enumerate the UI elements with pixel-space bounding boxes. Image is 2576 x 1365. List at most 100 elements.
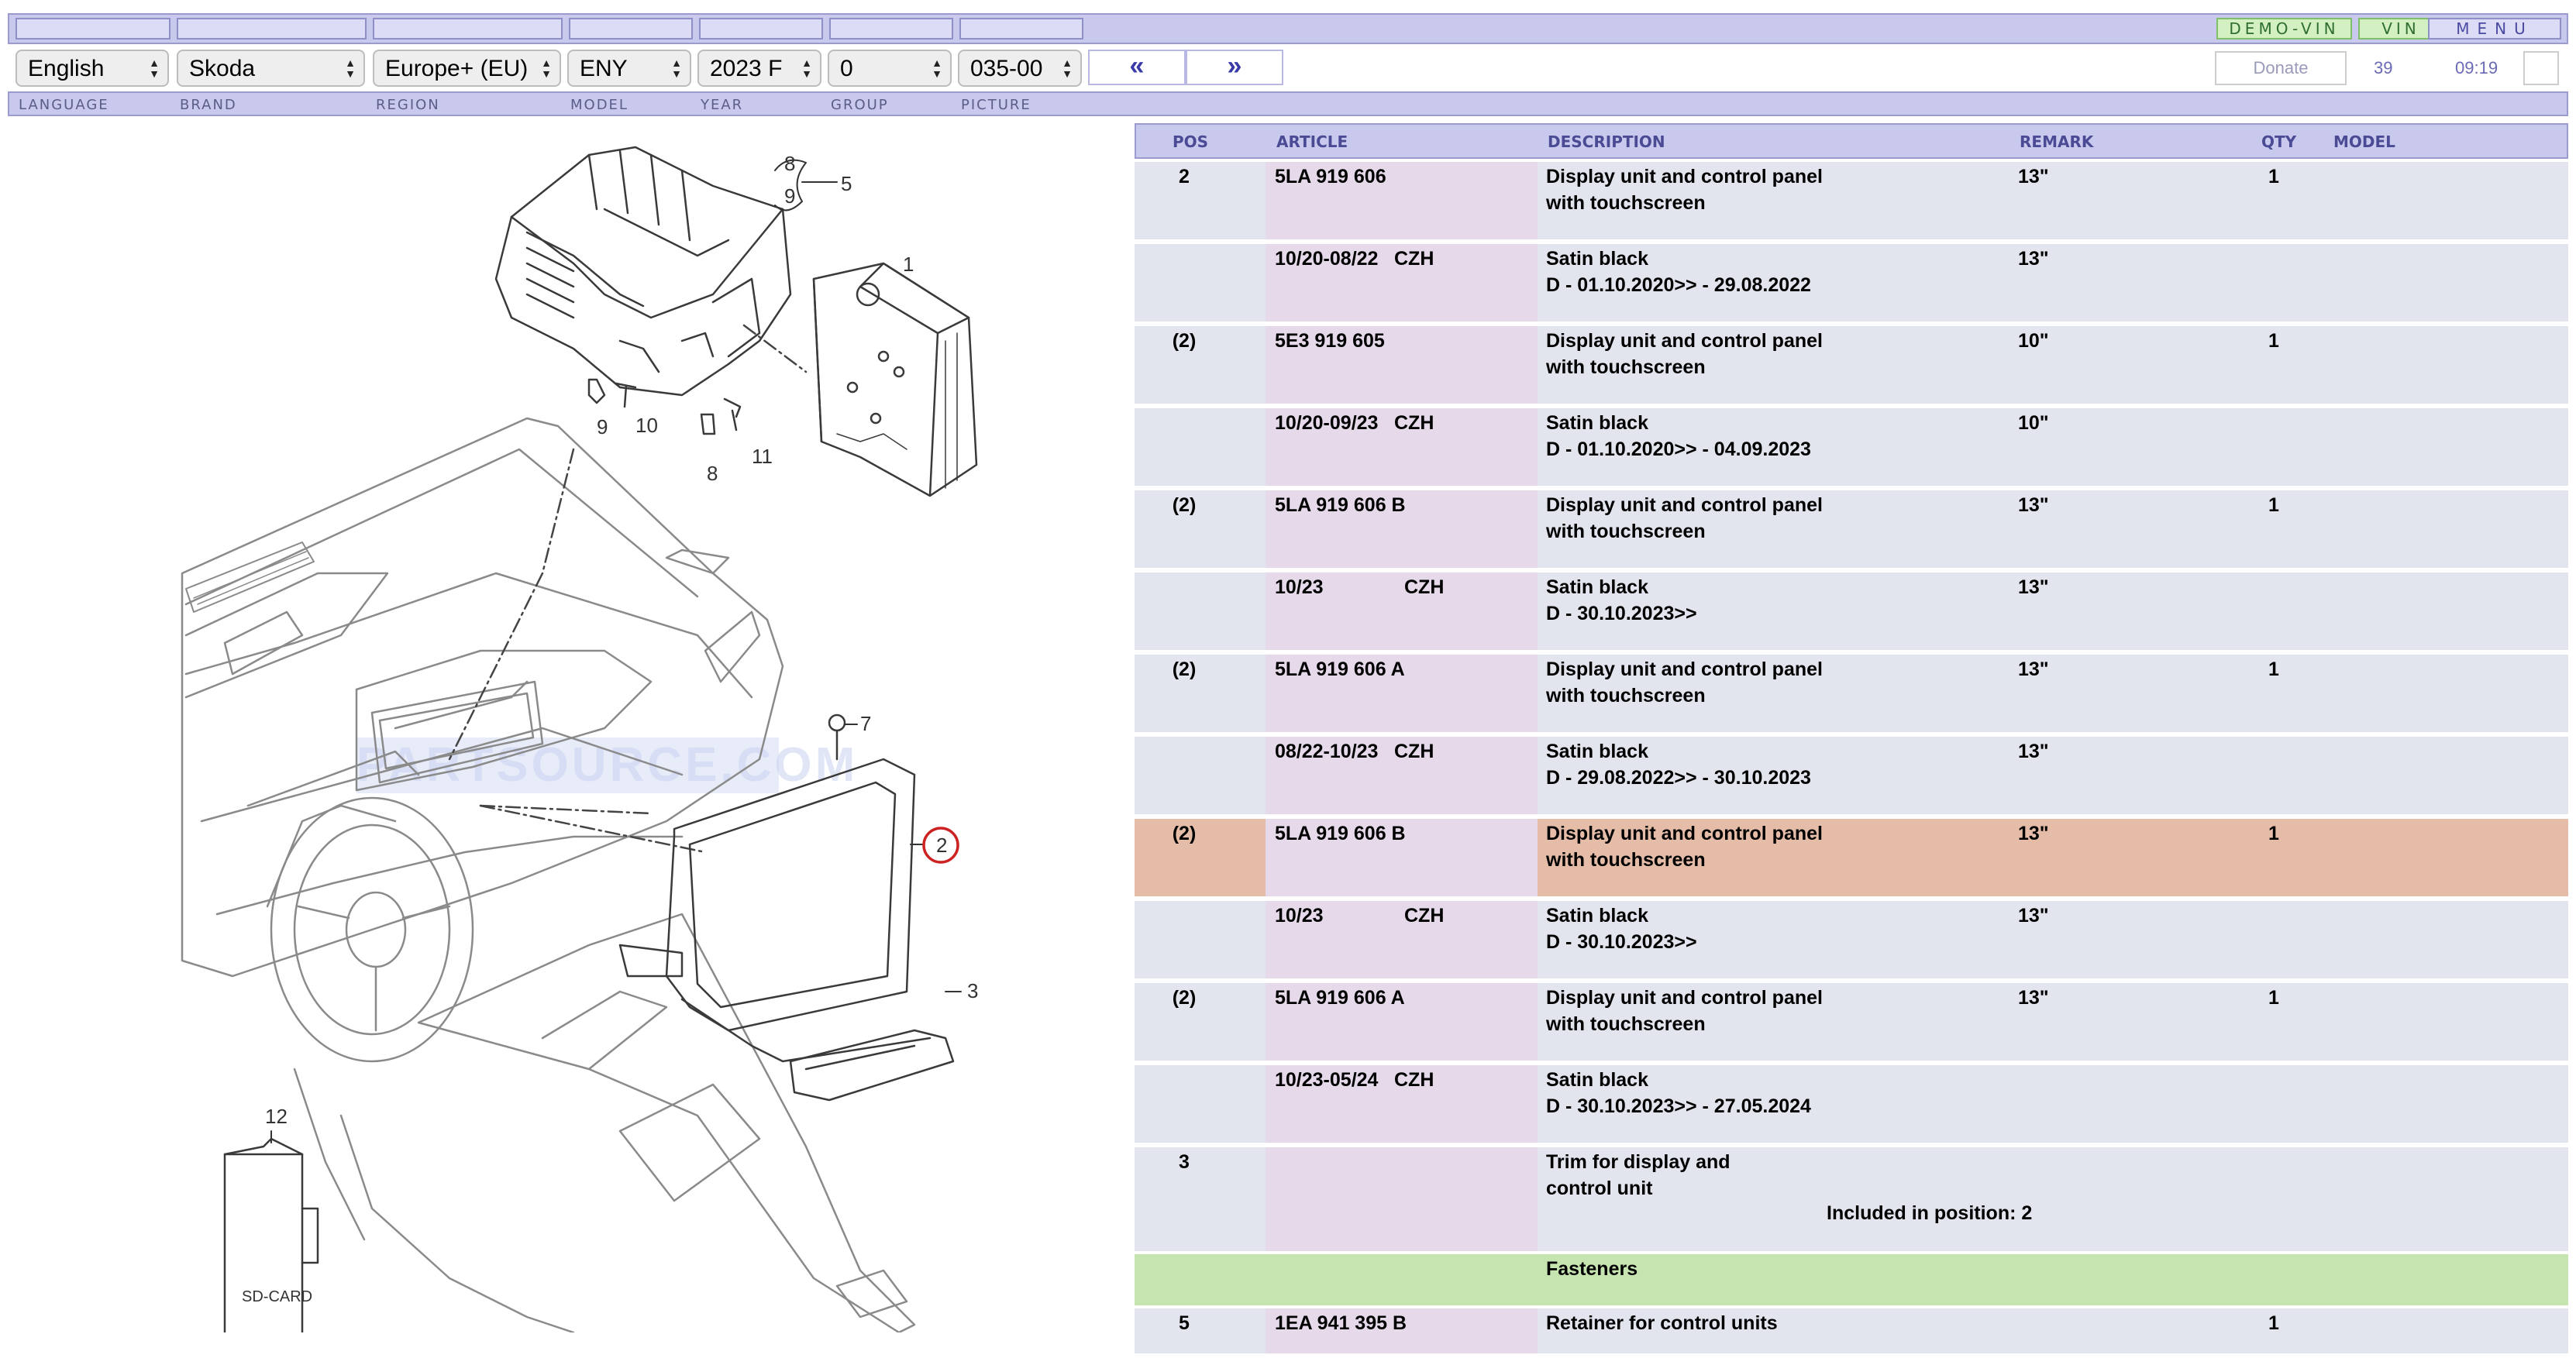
description-line-2: D - 01.10.2020>> - 04.09.2023 <box>1546 438 1811 460</box>
article-cell-background <box>1266 983 1538 1061</box>
language-select-value: English <box>28 56 105 81</box>
callout-2: 2 <box>936 834 947 857</box>
previous-picture-button[interactable]: « <box>1088 50 1186 85</box>
description-line-2: D - 30.10.2023>> - 27.05.2024 <box>1546 1095 1811 1117</box>
callout-8: 8 <box>707 462 718 485</box>
article-cell[interactable]: 5E3 919 605 <box>1275 330 1385 352</box>
picture-label: PICTURE <box>961 97 1031 113</box>
qty-cell: 1 <box>2268 658 2279 680</box>
description-line-2: D - 29.08.2022>> - 30.10.2023 <box>1546 767 1811 789</box>
language-select[interactable]: English ▲▼ <box>15 50 169 87</box>
sdcard-drawing <box>223 1137 319 1332</box>
article-cell[interactable]: 1EA 941 395 B <box>1275 1312 1407 1334</box>
group-header-row[interactable]: Fasteners <box>1135 1254 2568 1305</box>
article-cell[interactable]: 10/23-05/24 <box>1275 1069 1379 1091</box>
toolbar-slot-6[interactable] <box>829 18 953 40</box>
demo-vin-button[interactable]: DEMO-VIN <box>2216 18 2352 40</box>
remark-cell: 10" <box>2018 412 2049 434</box>
qty-cell: 1 <box>2268 1312 2279 1334</box>
display-unit-drawing <box>618 713 955 1102</box>
region-select[interactable]: Europe+ (EU) ▲▼ <box>373 50 561 87</box>
article-cell-background <box>1266 326 1538 404</box>
year-select[interactable]: 2023 F ▲▼ <box>697 50 821 87</box>
picture-select[interactable]: 035-00 ▲▼ <box>958 50 1082 87</box>
next-picture-button[interactable]: » <box>1186 50 1283 85</box>
brand-label: BRAND <box>180 97 237 113</box>
callout-5: 5 <box>841 172 852 195</box>
toolbar-slot-4[interactable] <box>569 18 693 40</box>
toolbar-slot-5[interactable] <box>699 18 823 40</box>
bracket-drawing <box>494 146 792 397</box>
header-qty: QTY <box>2261 132 2297 151</box>
select-arrows-icon: ▲▼ <box>932 57 942 80</box>
article-cell[interactable]: 10/23 <box>1275 576 1324 598</box>
toolbar-slot-3[interactable] <box>373 18 563 40</box>
article-cell[interactable]: 5LA 919 606 B <box>1275 494 1406 516</box>
article-cell[interactable]: 08/22-10/23 <box>1275 741 1379 762</box>
description-line-2: with touchscreen <box>1546 685 1706 707</box>
remark-cell: 13" <box>2018 987 2049 1009</box>
article-cell-background <box>1266 1147 1538 1251</box>
description-line-1: Display unit and control panel <box>1546 823 1823 844</box>
remark-cell: 13" <box>2018 576 2049 598</box>
header-pos: POS <box>1173 132 1209 151</box>
select-arrows-icon: ▲▼ <box>345 57 356 80</box>
select-arrows-icon: ▲▼ <box>541 57 552 80</box>
brand-select-value: Skoda <box>189 56 256 81</box>
select-arrows-icon: ▲▼ <box>149 57 160 80</box>
qty-cell: 1 <box>2268 823 2279 844</box>
menu-button[interactable]: MENU <box>2428 18 2561 40</box>
article-cell[interactable]: 5LA 919 606 B <box>1275 823 1406 844</box>
clock-display: 09:19 <box>2455 58 2499 77</box>
country-code-cell: CZH <box>1394 1069 1434 1091</box>
description-line-1: Display unit and control panel <box>1546 494 1823 516</box>
donate-button[interactable]: Donate <box>2215 51 2347 85</box>
group-select[interactable]: 0 ▲▼ <box>828 50 952 87</box>
article-cell[interactable]: 10/20-09/23 <box>1275 412 1379 434</box>
pos-cell: (2) <box>1172 987 1197 1009</box>
language-label: LANGUAGE <box>19 97 109 113</box>
remark-cell: 10" <box>2018 330 2049 352</box>
table-header: POS ARTICLE DESCRIPTION REMARK QTY MODEL <box>1135 123 2568 159</box>
select-arrows-icon: ▲▼ <box>801 57 812 80</box>
model-select[interactable]: ENY ▲▼ <box>567 50 691 87</box>
region-select-value: Europe+ (EU) <box>385 56 529 81</box>
toolbar-slot-1[interactable] <box>15 18 170 40</box>
description-line-1: Display unit and control panel <box>1546 166 1823 187</box>
qty-cell: 1 <box>2268 166 2279 187</box>
article-cell[interactable]: 5LA 919 606 A <box>1275 658 1405 680</box>
article-cell[interactable]: 5LA 919 606 <box>1275 166 1386 187</box>
article-cell[interactable]: 10/23 <box>1275 905 1324 927</box>
description-line-2: with touchscreen <box>1546 356 1706 378</box>
extra-toggle-button[interactable] <box>2523 51 2559 85</box>
toolbar-slot-2[interactable] <box>177 18 367 40</box>
article-cell[interactable]: 10/20-08/22 <box>1275 248 1379 270</box>
qty-cell: 1 <box>2268 494 2279 516</box>
toolbar-slot-7[interactable] <box>959 18 1083 40</box>
callout-9-top: 9 <box>784 184 795 208</box>
region-label: REGION <box>376 97 440 113</box>
highlight-callout-ring <box>922 827 959 864</box>
select-arrows-icon: ▲▼ <box>1062 57 1073 80</box>
top-toolbar: DEMO-VIN VIN MENU <box>8 13 2568 44</box>
remark-cell: 13" <box>2018 166 2049 187</box>
article-cell[interactable]: 5LA 919 606 A <box>1275 987 1405 1009</box>
brand-select[interactable]: Skoda ▲▼ <box>177 50 365 87</box>
